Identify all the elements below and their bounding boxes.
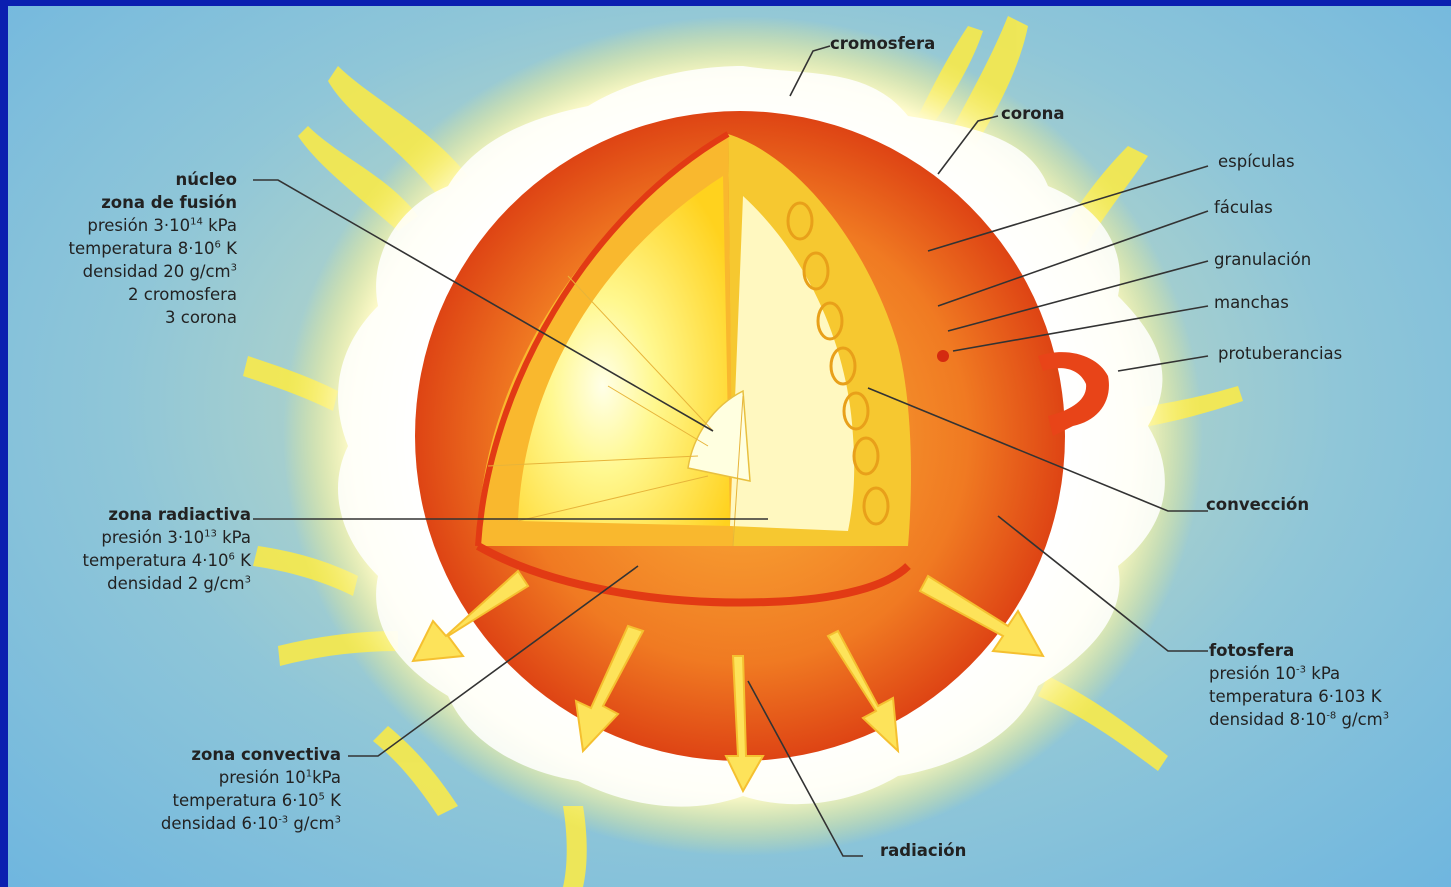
label-cromosfera: cromosfera [830, 32, 935, 55]
label-protuberancias: protuberancias [1218, 342, 1342, 365]
label-conveccion: convección [1206, 493, 1309, 516]
label-corona: corona [1001, 102, 1064, 125]
diagram-stage: cromosfera corona espículas fáculas gran… [8, 6, 1451, 887]
label-manchas: manchas [1214, 291, 1289, 314]
label-radiacion: radiación [880, 839, 966, 862]
label-nucleo: núcleo zona de fusión presión 3·1014 kPa… [69, 168, 237, 329]
sunspot [937, 350, 949, 362]
label-granulacion: granulación [1214, 248, 1311, 271]
label-espiculas: espículas [1218, 150, 1295, 173]
label-faculas: fáculas [1214, 196, 1273, 219]
label-zona-radiactiva: zona radiactiva presión 3·1013 kPa tempe… [83, 503, 251, 595]
label-fotosfera: fotosfera presión 10-3 kPa temperatura 6… [1209, 639, 1389, 731]
label-zona-convectiva: zona convectiva presión 101kPa temperatu… [161, 743, 341, 835]
